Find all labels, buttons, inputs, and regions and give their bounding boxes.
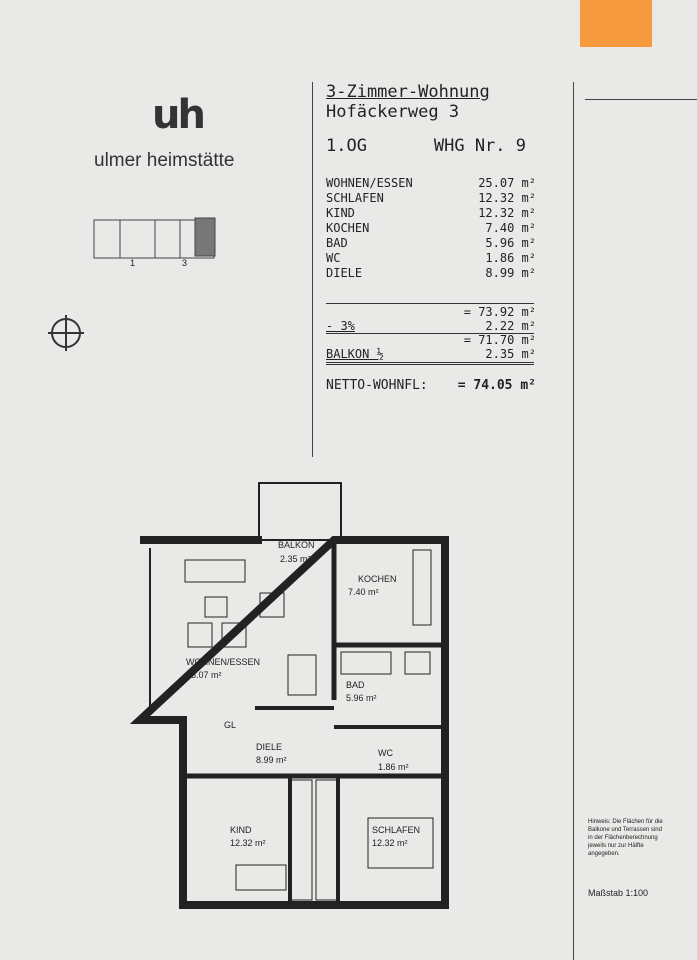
area-note: Hinweis: Die Flächen für die Balkone und… xyxy=(588,819,663,857)
apartment-type: 3-Zimmer-Wohnung xyxy=(326,82,490,102)
plan-wohnen-area: 25.07 m² xyxy=(186,670,222,680)
divider xyxy=(585,99,697,100)
plan-schlafen-area: 12.32 m² xyxy=(372,838,408,848)
divider xyxy=(573,82,574,960)
address: Hofäckerweg 3 xyxy=(326,102,460,122)
room-name: SCHLAFEN xyxy=(326,191,384,205)
room-area: 5.96 m² xyxy=(485,236,536,250)
unit-number: WHG Nr. 9 xyxy=(433,136,526,156)
plan-kochen: KOCHEN xyxy=(358,574,397,584)
room-name: DIELE xyxy=(326,266,363,280)
plan-bad-area: 5.96 m² xyxy=(346,693,377,703)
header-block: 3-Zimmer-Wohnung Hofäckerweg 3 xyxy=(326,82,490,122)
floor-plan xyxy=(129,482,449,909)
plan-diele: DIELE xyxy=(256,742,282,752)
room-area: 7.40 m² xyxy=(485,221,536,235)
room-name: WC xyxy=(326,251,341,265)
net-label: NETTO-WOHNFL: xyxy=(326,378,428,393)
room-row: KIND 12.32 m² xyxy=(326,206,536,220)
room-row: WOHNEN/ESSEN 25.07 m² xyxy=(326,176,536,190)
north-arrow-icon xyxy=(48,315,84,351)
balcony-label: BALKON ½ xyxy=(326,347,384,361)
plan-kochen-area: 7.40 m² xyxy=(348,587,379,597)
plan-wohnen: WOHNEN/ESSEN xyxy=(186,657,260,667)
plan-balkon-area: 2.35 m² xyxy=(280,554,311,564)
room-row: DIELE 8.99 m² xyxy=(326,266,536,280)
brand-name: ulmer heimstätte xyxy=(94,150,235,171)
plan-wc: WC xyxy=(378,748,393,758)
room-area: 25.07 m² xyxy=(478,176,536,190)
net-area: = 74.05 m² xyxy=(457,378,536,393)
room-area: 12.32 m² xyxy=(478,206,536,220)
keyplan-label-3: 3 xyxy=(182,258,187,268)
plan-kind-area: 12.32 m² xyxy=(230,838,266,848)
unit-line: 1.OG WHG Nr. 9 xyxy=(326,136,526,156)
room-name: BAD xyxy=(326,236,348,250)
plan-diele-area: 8.99 m² xyxy=(256,755,287,765)
plan-bad: BAD xyxy=(346,680,365,690)
room-name: KIND xyxy=(326,206,355,220)
room-row: KOCHEN 7.40 m² xyxy=(326,221,536,235)
plan-schlafen: SCHLAFEN xyxy=(372,825,420,835)
balcony: 2.35 m² xyxy=(485,347,536,361)
plan-gl: GL xyxy=(224,720,236,730)
keyplan-label-1: 1 xyxy=(130,258,135,268)
room-row: WC 1.86 m² xyxy=(326,251,536,265)
deduction: 2.22 m² xyxy=(485,319,536,333)
room-area: 12.32 m² xyxy=(478,191,536,205)
divider xyxy=(312,82,313,457)
plan-balkon: BALKON xyxy=(278,540,315,550)
key-plan: 1 3 xyxy=(93,217,216,268)
room-row: BAD 5.96 m² xyxy=(326,236,536,250)
room-row: SCHLAFEN 12.32 m² xyxy=(326,191,536,205)
plan-kind: KIND xyxy=(230,825,252,835)
room-area: 8.99 m² xyxy=(485,266,536,280)
room-name: KOCHEN xyxy=(326,221,370,235)
floor: 1.OG xyxy=(326,136,367,156)
logo-mark: uh xyxy=(152,92,206,138)
scale-label: Maßstab 1:100 xyxy=(588,888,649,898)
subtotal: = 71.70 m² xyxy=(463,333,536,347)
room-area: 1.86 m² xyxy=(485,251,536,265)
room-name: WOHNEN/ESSEN xyxy=(326,176,413,190)
sticky-note xyxy=(580,0,652,47)
plan-wc-area: 1.86 m² xyxy=(378,762,409,772)
deduction-label: - 3% xyxy=(326,319,355,333)
sum: = 73.92 m² xyxy=(463,305,536,319)
